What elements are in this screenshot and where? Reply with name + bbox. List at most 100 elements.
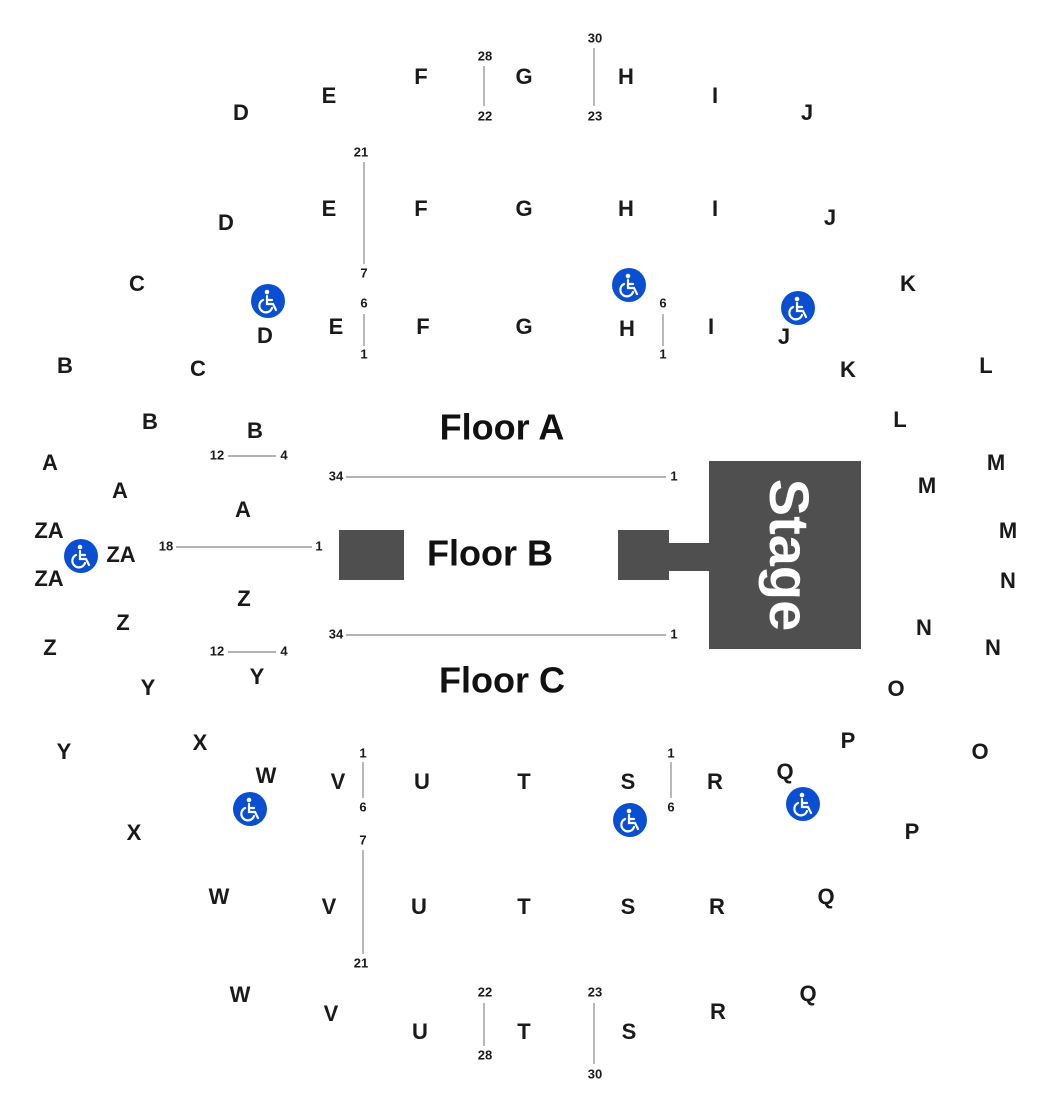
section-label[interactable]: W (256, 763, 277, 788)
wheelchair-icon[interactable] (251, 284, 285, 318)
section-label[interactable]: V (324, 1001, 339, 1026)
stage[interactable] (709, 461, 861, 649)
section-label[interactable]: L (979, 353, 992, 378)
row-number: 1 (667, 745, 674, 760)
floor-c-label[interactable]: Floor C (439, 660, 565, 701)
section-label[interactable]: F (414, 196, 427, 221)
stage-thrust (618, 530, 669, 580)
section-label[interactable]: H (618, 196, 634, 221)
section-label[interactable]: M (918, 473, 936, 498)
section-label[interactable]: G (515, 196, 532, 221)
section-label[interactable]: N (1000, 568, 1016, 593)
section-label[interactable]: X (193, 730, 208, 755)
section-label[interactable]: R (710, 999, 726, 1024)
section-label[interactable]: G (515, 64, 532, 89)
floor-b-label[interactable]: Floor B (427, 533, 553, 574)
section-label[interactable]: E (322, 83, 337, 108)
section-label[interactable]: X (127, 820, 142, 845)
section-label[interactable]: U (411, 894, 427, 919)
section-label[interactable]: Z (43, 635, 56, 660)
section-label[interactable]: W (209, 884, 230, 909)
section-label[interactable]: B (142, 409, 158, 434)
row-number: 18 (159, 538, 173, 553)
section-label[interactable]: T (517, 894, 531, 919)
section-label[interactable]: P (905, 819, 920, 844)
section-label[interactable]: Z (116, 610, 129, 635)
section-label[interactable]: Z (237, 586, 250, 611)
row-number: 1 (315, 538, 322, 553)
section-label[interactable]: F (414, 64, 427, 89)
wheelchair-icon[interactable] (64, 539, 98, 573)
section-label[interactable]: F (416, 314, 429, 339)
section-label[interactable]: K (900, 271, 916, 296)
section-label[interactable]: J (778, 324, 790, 349)
section-label[interactable]: A (112, 478, 128, 503)
section-label[interactable]: O (971, 739, 988, 764)
section-label[interactable]: M (987, 450, 1005, 475)
row-number: 22 (478, 984, 492, 999)
section-label[interactable]: N (985, 635, 1001, 660)
section-label[interactable]: N (916, 615, 932, 640)
wheelchair-icon[interactable] (613, 803, 647, 837)
wheelchair-icon[interactable] (781, 291, 815, 325)
section-label[interactable]: R (709, 894, 725, 919)
wheelchair-icon[interactable] (612, 268, 646, 302)
section-label[interactable]: I (708, 314, 714, 339)
section-label[interactable]: Q (776, 759, 793, 784)
section-label[interactable]: E (329, 314, 344, 339)
section-label[interactable]: ZA (34, 518, 63, 543)
section-label[interactable]: J (801, 100, 813, 125)
section-label[interactable]: J (824, 205, 836, 230)
section-label[interactable]: C (190, 356, 206, 381)
section-label[interactable]: G (515, 314, 532, 339)
section-label[interactable]: D (233, 100, 249, 125)
row-number: 12 (210, 643, 224, 658)
section-label[interactable]: B (247, 418, 263, 443)
section-label[interactable]: V (331, 769, 346, 794)
section-label[interactable]: ZA (106, 542, 135, 567)
section-label[interactable]: M (999, 518, 1017, 543)
section-label[interactable]: W (230, 982, 251, 1007)
section-label[interactable]: ZA (34, 566, 63, 591)
section-label[interactable]: Q (799, 981, 816, 1006)
section-label[interactable]: T (517, 1019, 531, 1044)
stage-label: Stage (758, 479, 821, 632)
section-label[interactable]: D (257, 323, 273, 348)
row-number: 7 (359, 832, 366, 847)
section-label[interactable]: O (887, 676, 904, 701)
section-label[interactable]: Q (817, 884, 834, 909)
section-label[interactable]: S (621, 894, 636, 919)
row-number: 28 (478, 48, 492, 63)
section-label[interactable]: B (57, 353, 73, 378)
floor-a-label[interactable]: Floor A (440, 407, 565, 448)
row-number: 1 (670, 468, 677, 483)
section-label[interactable]: Y (250, 664, 265, 689)
section-label[interactable]: H (618, 64, 634, 89)
section-label[interactable]: C (129, 271, 145, 296)
section-label[interactable]: T (517, 769, 531, 794)
section-label[interactable]: S (621, 769, 636, 794)
section-label[interactable]: S (622, 1019, 637, 1044)
section-label[interactable]: L (893, 407, 906, 432)
section-label[interactable]: P (841, 728, 856, 753)
wheelchair-icon[interactable] (233, 792, 267, 826)
section-label[interactable]: U (412, 1019, 428, 1044)
wheelchair-icon[interactable] (786, 787, 820, 821)
section-label[interactable]: V (322, 894, 337, 919)
row-number: 1 (659, 346, 666, 361)
section-label[interactable]: K (840, 357, 856, 382)
section-label[interactable]: Z (237, 586, 250, 611)
section-label[interactable]: Y (141, 675, 156, 700)
section-label[interactable]: D (218, 210, 234, 235)
section-label[interactable]: A (42, 450, 58, 475)
section-label[interactable]: I (712, 196, 718, 221)
mix-position (339, 530, 404, 580)
section-label[interactable]: H (619, 316, 635, 341)
row-number: 30 (588, 30, 602, 45)
section-label[interactable]: Y (57, 739, 72, 764)
section-label[interactable]: A (235, 497, 251, 522)
section-label[interactable]: U (414, 769, 430, 794)
section-label[interactable]: E (322, 196, 337, 221)
section-label[interactable]: I (712, 83, 718, 108)
section-label[interactable]: R (707, 769, 723, 794)
